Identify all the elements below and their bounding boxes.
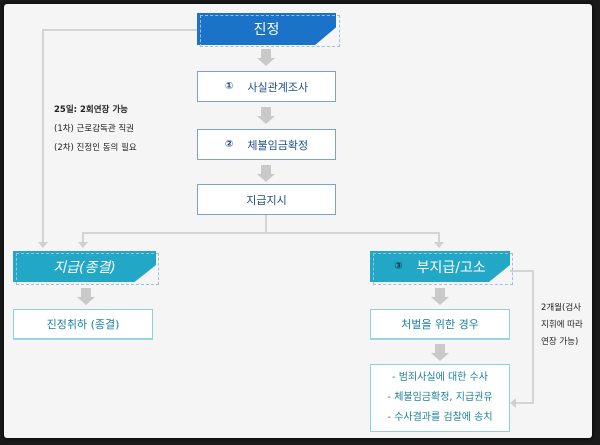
payment-closed-banner[interactable]: 지급(종결): [13, 251, 156, 282]
extension-note: 25일: 2회연장 가능 (1차) 근로감독관 직권 (2차) 진정인 동의 필…: [54, 101, 137, 158]
action-item: - 체불임금확정, 지급권유: [387, 392, 493, 403]
arrow-down-icon: [434, 242, 444, 248]
complaint-withdrawal-label: 진정취하 (종결): [46, 318, 120, 331]
arrow-left-icon: [510, 398, 516, 408]
complaint-title: 진정: [253, 22, 280, 38]
step-payment-order[interactable]: 지급지시: [197, 184, 336, 215]
connector-top-left-horizontal: [42, 29, 202, 31]
punishment-case-box[interactable]: 처벌을 위한 경우: [370, 309, 510, 340]
complaint-withdrawal-box[interactable]: 진정취하 (종결): [13, 309, 153, 340]
arrow-down-icon: [38, 242, 48, 248]
step-number: ①: [224, 81, 234, 92]
investigation-actions-box: - 범죄사실에 대한 수사 - 체불임금확정, 지급권유 - 수사결과를 검찰에…: [370, 364, 510, 432]
step-number: ③: [394, 261, 403, 272]
note-line: 연장 가능): [541, 337, 579, 347]
note-line: 2개월(검사: [541, 303, 582, 313]
note-line: 25일: 2회연장 가능: [54, 105, 128, 115]
connector-center-down: [265, 215, 267, 233]
step-unpaid-wage-confirmation[interactable]: ② 체불임금확정: [197, 129, 336, 160]
block-arrow-down-icon: [77, 288, 95, 306]
step-label: 체불임금확정: [247, 138, 309, 152]
connector-left-vertical: [42, 29, 44, 243]
connector-right-loop-vertical: [532, 270, 534, 404]
prosecution-extension-note: 2개월(검사 지휘에 따라 연장 가능): [541, 300, 583, 351]
punishment-case-label: 처벌을 위한 경우: [401, 318, 479, 331]
action-item: - 범죄사실에 대한 수사: [392, 372, 488, 383]
step-label: 사실관계조사: [247, 80, 309, 94]
block-arrow-down-icon: [257, 107, 275, 125]
diagram-frame: 진정 ① 사실관계조사 ② 체불임금확정 지급지시 25일: 2회연장 가능 (…: [4, 4, 592, 438]
step-label: 지급지시: [246, 193, 287, 207]
connector-split-horizontal: [82, 232, 440, 234]
block-arrow-down-icon: [431, 344, 449, 362]
action-item: - 수사결과를 검찰에 송치: [387, 412, 493, 423]
connector-right-loop-top: [510, 270, 534, 272]
block-arrow-down-icon: [431, 288, 449, 306]
step-number: ②: [224, 139, 234, 150]
connector-split-right: [438, 232, 440, 243]
connector-split-left: [82, 232, 84, 243]
note-line: 지휘에 따라: [541, 320, 583, 330]
block-arrow-down-icon: [257, 49, 275, 67]
nonpayment-title: 부지급/고소: [416, 259, 486, 276]
note-line: (2차) 진정인 동의 필요: [54, 143, 137, 153]
note-line: (1차) 근로감독관 직권: [54, 124, 135, 134]
nonpayment-complaint-banner[interactable]: ③ 부지급/고소: [370, 251, 510, 282]
step-fact-investigation[interactable]: ① 사실관계조사: [197, 71, 336, 102]
connector-right-loop-bottom: [516, 402, 534, 404]
block-arrow-down-icon: [257, 165, 275, 183]
complaint-banner[interactable]: 진정: [197, 13, 336, 45]
arrow-down-icon: [78, 242, 88, 248]
payment-closed-title: 지급(종결): [53, 259, 116, 276]
